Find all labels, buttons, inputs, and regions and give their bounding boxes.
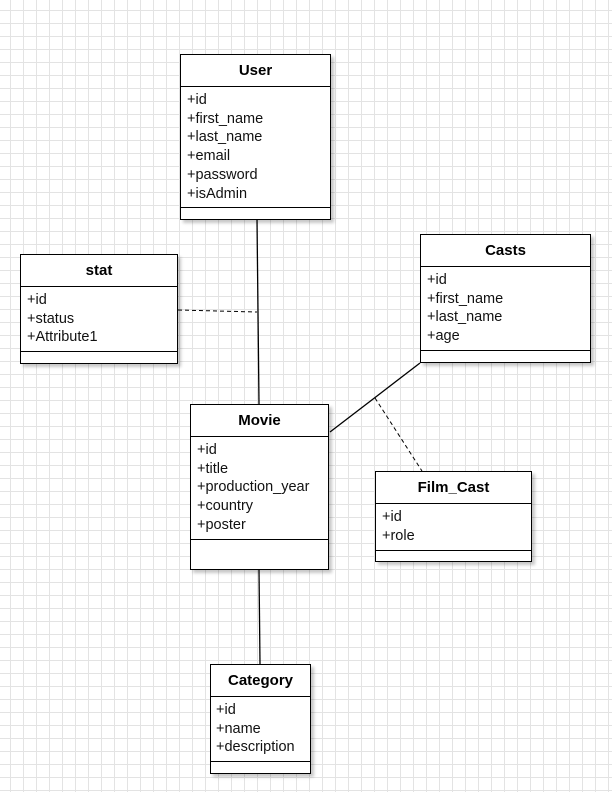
class-name: stat	[21, 255, 177, 287]
association-class-film-cast[interactable]	[374, 397, 423, 472]
class-movie[interactable]: Movie +id +title +production_year +count…	[190, 404, 329, 570]
attribute: +production_year	[197, 479, 310, 496]
attribute: +first_name	[187, 110, 264, 127]
class-film-cast[interactable]: Film_Cast +id +role	[375, 471, 532, 562]
attribute: +id	[427, 272, 447, 288]
attribute: +id	[27, 292, 47, 308]
attribute-compartment: +id +name +description	[211, 697, 310, 762]
attribute: +last_name	[427, 309, 503, 326]
attribute: +email	[187, 148, 231, 165]
attribute: +role	[382, 527, 415, 544]
class-stat[interactable]: stat +id +status +Attribute1	[20, 254, 178, 364]
attribute-compartment: +id +status +Attribute1	[21, 287, 177, 352]
attribute-compartment: +id +role	[376, 504, 531, 551]
attribute: +id	[216, 702, 236, 718]
association-user-movie[interactable]	[256, 219, 260, 405]
class-casts[interactable]: Casts +id +first_name +last_name +age	[420, 234, 591, 363]
attribute: +poster	[197, 516, 246, 533]
class-category[interactable]: Category +id +name +description	[210, 664, 311, 774]
class-name: User	[181, 55, 330, 87]
class-name: Casts	[421, 235, 590, 267]
attribute-compartment: +id +first_name +last_name +email +passw…	[181, 87, 330, 208]
class-name: Movie	[191, 405, 328, 437]
attribute: +first_name	[427, 290, 504, 307]
attribute: +status	[27, 310, 75, 327]
association-class-stat[interactable]	[177, 309, 258, 313]
association-movie-casts[interactable]	[329, 362, 421, 433]
class-name: Category	[211, 665, 310, 697]
attribute: +name	[216, 720, 261, 737]
association-movie-category[interactable]	[258, 569, 261, 665]
class-user[interactable]: User +id +first_name +last_name +email +…	[180, 54, 331, 220]
attribute: +password	[187, 166, 258, 183]
class-name: Film_Cast	[376, 472, 531, 504]
attribute: +id	[197, 442, 217, 458]
attribute-compartment: +id +title +production_year +country +po…	[191, 437, 328, 540]
attribute: +last_name	[187, 129, 263, 146]
attribute: +isAdmin	[187, 185, 248, 202]
attribute: +Attribute1	[27, 329, 98, 346]
attribute: +country	[197, 498, 254, 515]
attribute: +id	[187, 92, 207, 108]
attribute-compartment: +id +first_name +last_name +age	[421, 267, 590, 351]
attribute: +description	[216, 739, 295, 756]
attribute: +title	[197, 460, 229, 477]
attribute: +id	[382, 509, 402, 525]
attribute: +age	[427, 328, 460, 345]
